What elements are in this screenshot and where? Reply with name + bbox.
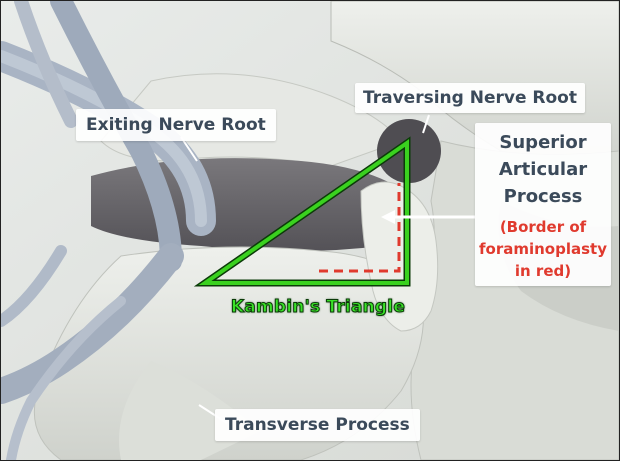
- label-transverse-process: Transverse Process: [215, 409, 420, 441]
- foraminoplasty-note-line-2: foraminoplasty: [479, 238, 607, 260]
- foraminoplasty-note-line-1: (Border of: [479, 216, 607, 238]
- intervertebral-disc: [91, 158, 396, 251]
- label-traversing-nerve-root: Traversing Nerve Root: [355, 83, 585, 113]
- sap-line-2: Articular: [479, 156, 607, 183]
- label-kambins-triangle: Kambin's Triangle: [207, 297, 429, 317]
- label-exiting-nerve-root: Exiting Nerve Root: [76, 109, 276, 141]
- sap-line-3: Process: [479, 183, 607, 210]
- foraminoplasty-note-line-3: in red): [479, 260, 607, 282]
- sap-line-1: Superior: [479, 129, 607, 156]
- label-superior-articular-process: Superior Articular Process (Border of fo…: [475, 123, 611, 286]
